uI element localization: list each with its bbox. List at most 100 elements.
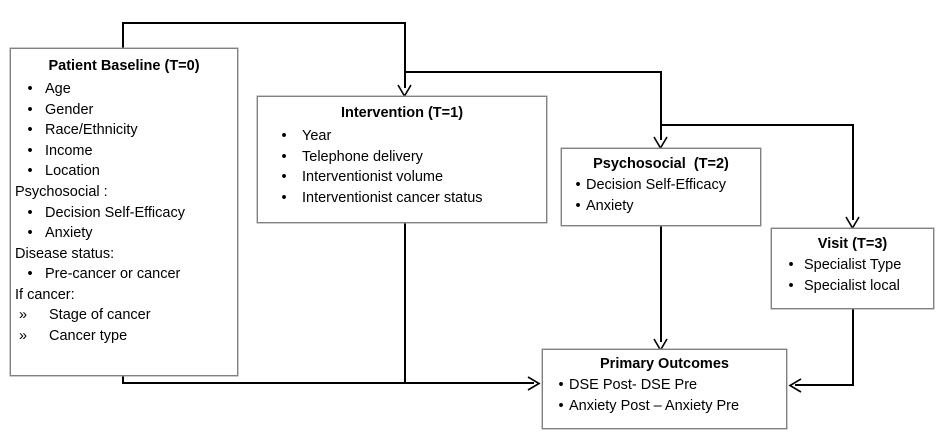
- edge-baseline-top-stub: [122, 22, 124, 50]
- list-item-label: Year: [302, 128, 332, 145]
- list-item: » Cancer type: [15, 326, 237, 347]
- list-item-label: Age: [45, 81, 71, 98]
- bullet-icon: •: [788, 277, 794, 294]
- node-patient-baseline-items: • Age • Gender • Race/Ethnicity • Income • Lo…: [15, 79, 237, 347]
- list-item-label: Psychosocial :: [15, 184, 108, 201]
- guillemet-icon: »: [19, 328, 28, 345]
- bullet-icon: •: [575, 177, 581, 194]
- edge-to-visit-vertical: [852, 124, 854, 220]
- list-item: • Specialist Type: [778, 255, 933, 276]
- list-item: • Interventionist volume: [266, 167, 546, 188]
- bullet-icon: •: [27, 142, 33, 159]
- bullet-icon: •: [27, 266, 33, 283]
- node-patient-baseline[interactable]: Patient Baseline (T=0) • Age • Gender • Rac…: [10, 48, 238, 376]
- list-item-label: Interventionist volume: [302, 169, 444, 186]
- list-item-label: Cancer type: [49, 328, 128, 345]
- list-item: • Specialist local: [778, 276, 933, 297]
- list-item-label: Race/Ethnicity: [45, 122, 138, 139]
- bullet-icon: •: [281, 128, 287, 145]
- node-intervention-items: • Year • Telephone delivery • Interventioni…: [266, 126, 546, 208]
- node-psychosocial[interactable]: Psychosocial (T=2) • Decision Self-Effica…: [561, 148, 761, 226]
- list-item-label: DSE Post- DSE Pre: [569, 377, 698, 394]
- node-primary-outcomes-body: • DSE Post- DSE Pre • Anxiety Post – Anxie…: [543, 373, 786, 416]
- edge-visit-bottom-vertical: [852, 308, 854, 386]
- list-item-label: Anxiety: [586, 197, 634, 214]
- edge-psychosocial-bottom-vertical: [660, 225, 662, 342]
- node-psychosocial-items: • Decision Self-Efficacy • Anxiety: [570, 175, 760, 216]
- list-item-label: Decision Self-Efficacy: [586, 177, 726, 194]
- node-patient-baseline-body: • Age • Gender • Race/Ethnicity • Income • Lo…: [11, 75, 237, 347]
- list-item: • Decision Self-Efficacy: [570, 175, 760, 196]
- node-visit[interactable]: Visit (T=3) • Specialist Type • Specialist…: [771, 228, 934, 309]
- bullet-icon: •: [558, 377, 564, 394]
- list-item: • Location: [15, 161, 237, 182]
- node-intervention-title: Intervention (T=1): [340, 105, 464, 121]
- bullet-icon: •: [27, 204, 33, 221]
- list-item-label: Anxiety Post – Anxiety Pre: [569, 397, 740, 414]
- bullet-icon: •: [27, 101, 33, 118]
- list-item: • Year: [266, 126, 546, 147]
- node-visit-title: Visit (T=3): [817, 236, 888, 252]
- list-item: • Race/Ethnicity: [15, 120, 237, 141]
- list-item-label: Decision Self-Efficacy: [45, 204, 185, 221]
- list-item-label: Specialist Type: [804, 257, 902, 274]
- list-item: • Pre-cancer or cancer: [15, 264, 237, 285]
- bullet-icon: •: [788, 257, 794, 274]
- list-subheading: Psychosocial :: [15, 182, 237, 203]
- list-item: » Stage of cancer: [15, 305, 237, 326]
- node-primary-outcomes[interactable]: Primary Outcomes • DSE Post- DSE Pre • Anx…: [542, 349, 787, 429]
- node-intervention[interactable]: Intervention (T=1) • Year • Telephone deli…: [257, 96, 547, 223]
- list-item: • Decision Self-Efficacy: [15, 203, 237, 224]
- list-item-label: Pre-cancer or cancer: [45, 266, 181, 283]
- guillemet-icon: »: [19, 307, 28, 324]
- list-item-label: Disease status:: [15, 245, 115, 262]
- bullet-icon: •: [575, 197, 581, 214]
- list-item: • Income: [15, 141, 237, 162]
- edge-top-horizontal-run: [122, 22, 406, 24]
- list-item: • Anxiety: [570, 196, 760, 217]
- list-item-label: Location: [45, 163, 100, 180]
- edge-to-psychosocial-horizontal: [404, 71, 662, 73]
- bullet-icon: •: [558, 397, 564, 414]
- bullet-icon: •: [27, 163, 33, 180]
- node-patient-baseline-title: Patient Baseline (T=0): [48, 58, 200, 74]
- list-item-label: Anxiety: [45, 225, 93, 242]
- arrowhead-into-outcomes-right: [788, 378, 802, 393]
- list-item-label: Stage of cancer: [49, 307, 151, 324]
- list-item: • Gender: [15, 100, 237, 121]
- arrowhead-into-outcomes-left: [527, 376, 541, 391]
- list-item-label: Telephone delivery: [302, 148, 423, 165]
- list-item-label: Specialist local: [804, 277, 900, 294]
- node-visit-body: • Specialist Type • Specialist local: [772, 253, 933, 296]
- edge-intervention-bottom-vertical: [404, 222, 406, 383]
- bullet-icon: •: [281, 169, 287, 186]
- bullet-icon: •: [27, 225, 33, 242]
- node-psychosocial-body: • Decision Self-Efficacy • Anxiety: [562, 173, 760, 216]
- list-item: • DSE Post- DSE Pre: [553, 375, 786, 396]
- node-primary-outcomes-items: • DSE Post- DSE Pre • Anxiety Post – Anxie…: [553, 375, 786, 416]
- edge-to-intervention-vertical: [404, 22, 406, 88]
- list-item: • Interventionist cancer status: [266, 188, 546, 209]
- bullet-icon: •: [27, 122, 33, 139]
- edge-to-psychosocial-vertical: [660, 71, 662, 140]
- list-item: • Anxiety: [15, 223, 237, 244]
- bullet-icon: •: [281, 189, 287, 206]
- list-item-label: Interventionist cancer status: [302, 189, 483, 206]
- list-item: • Age: [15, 79, 237, 100]
- bullet-icon: •: [27, 81, 33, 98]
- edge-visit-feed-horizontal: [795, 384, 854, 386]
- node-intervention-body: • Year • Telephone delivery • Interventioni…: [258, 122, 546, 208]
- list-item: • Anxiety Post – Anxiety Pre: [553, 396, 786, 417]
- edge-bottom-horizontal-run: [122, 382, 534, 384]
- list-subheading: Disease status:: [15, 244, 237, 265]
- list-item: • Telephone delivery: [266, 147, 546, 168]
- node-psychosocial-title: Psychosocial (T=2): [593, 156, 729, 172]
- edge-to-visit-horizontal: [660, 124, 854, 126]
- list-subheading: If cancer:: [15, 285, 237, 306]
- list-item-label: Income: [45, 142, 93, 159]
- list-item-label: Gender: [45, 101, 94, 118]
- edge-baseline-bottom-stub: [122, 374, 124, 384]
- bullet-icon: •: [281, 148, 287, 165]
- node-primary-outcomes-title: Primary Outcomes: [600, 356, 729, 372]
